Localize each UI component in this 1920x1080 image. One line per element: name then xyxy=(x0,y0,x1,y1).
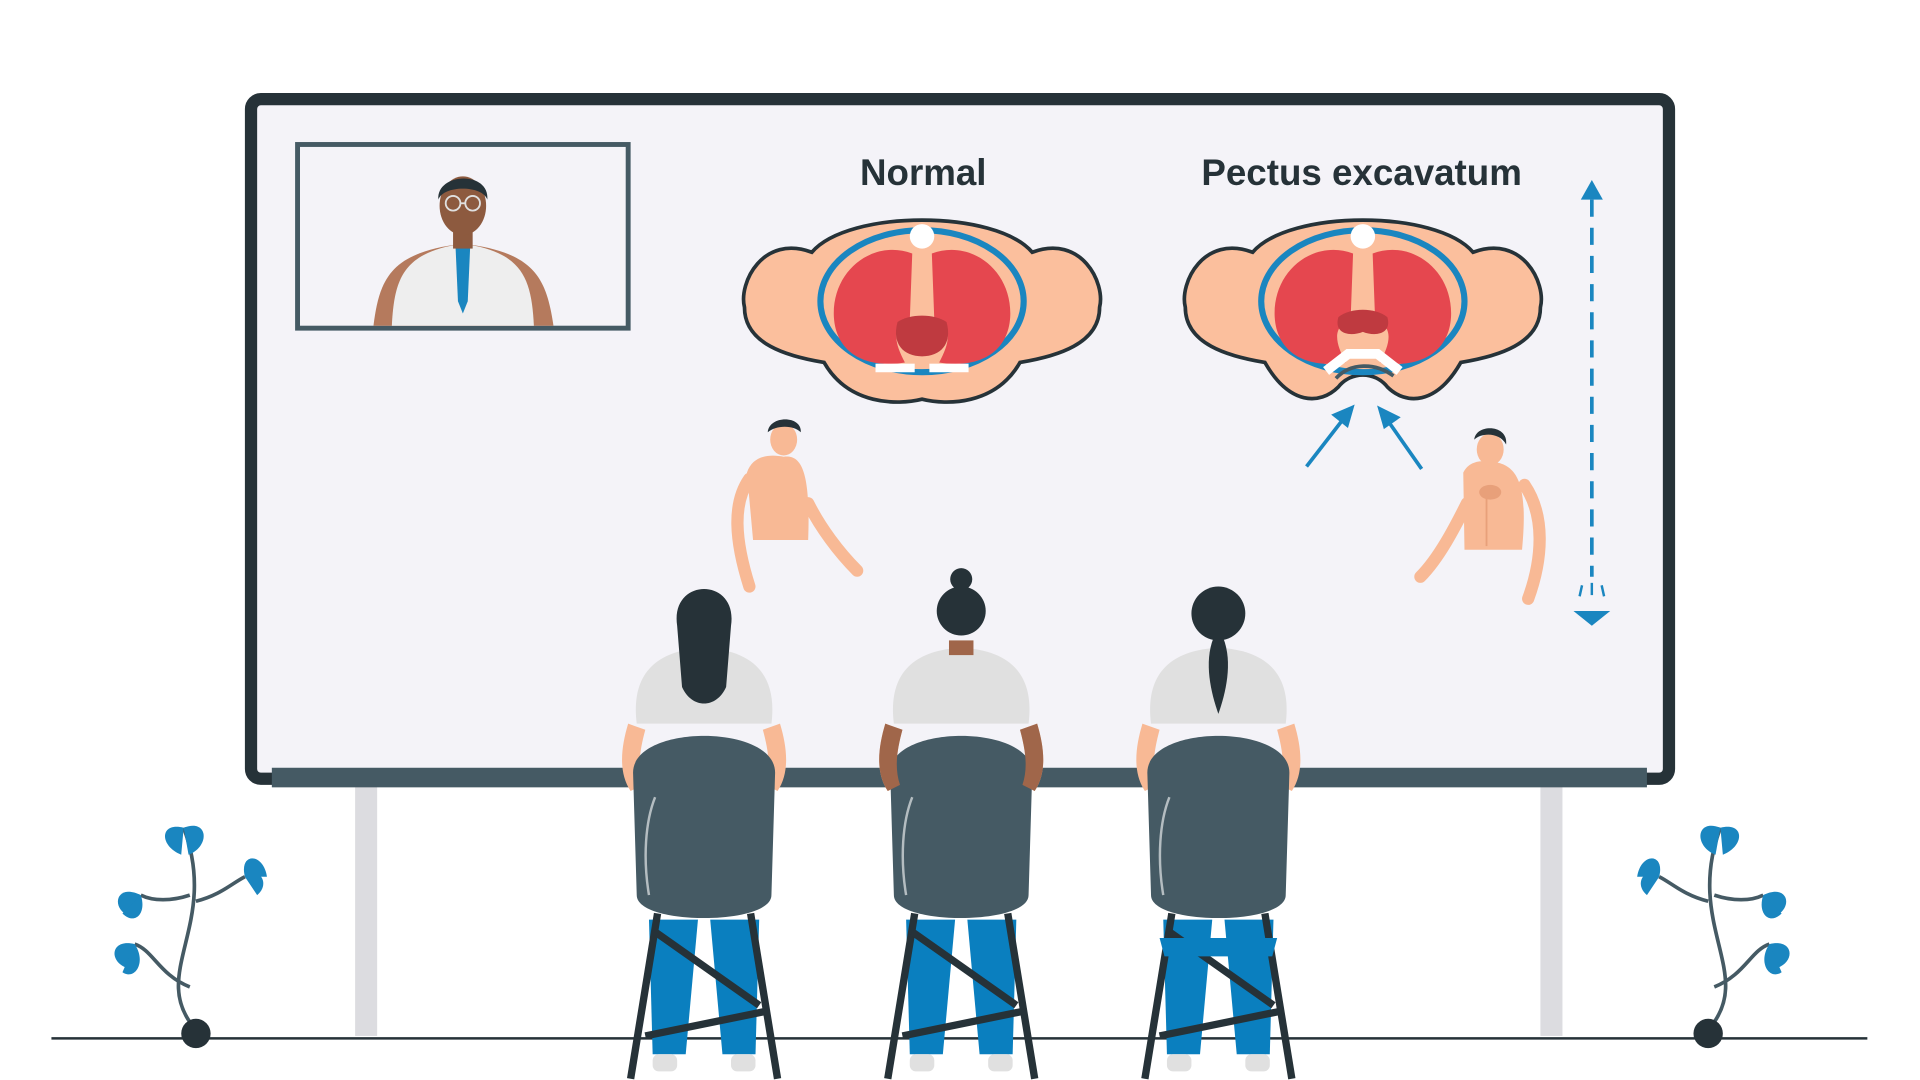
audience-member-left xyxy=(622,588,786,1079)
curved-arrow-icon xyxy=(1334,364,1395,380)
normal-chest-cross-section xyxy=(741,218,1103,404)
title-normal: Normal xyxy=(860,152,987,193)
pectus-chest-cross-section xyxy=(1182,218,1544,401)
vertical-dashed-arrow xyxy=(1573,180,1611,626)
presenter-video-frame xyxy=(295,142,631,331)
board-leg-left xyxy=(355,784,378,1036)
audience-member-center xyxy=(879,568,1043,1079)
presenter-face xyxy=(439,176,487,236)
plant-left xyxy=(112,823,269,1050)
figure-pectus-chest xyxy=(1414,428,1546,605)
title-pectus-excavatum: Pectus excavatum xyxy=(1201,152,1521,193)
figure-normal-chest xyxy=(731,419,864,593)
board-leg-right xyxy=(1540,784,1563,1036)
glasses-icon xyxy=(444,195,481,212)
pressure-arrows xyxy=(1305,404,1424,471)
plant-right xyxy=(1635,823,1792,1050)
audience-member-right xyxy=(1136,586,1300,1079)
